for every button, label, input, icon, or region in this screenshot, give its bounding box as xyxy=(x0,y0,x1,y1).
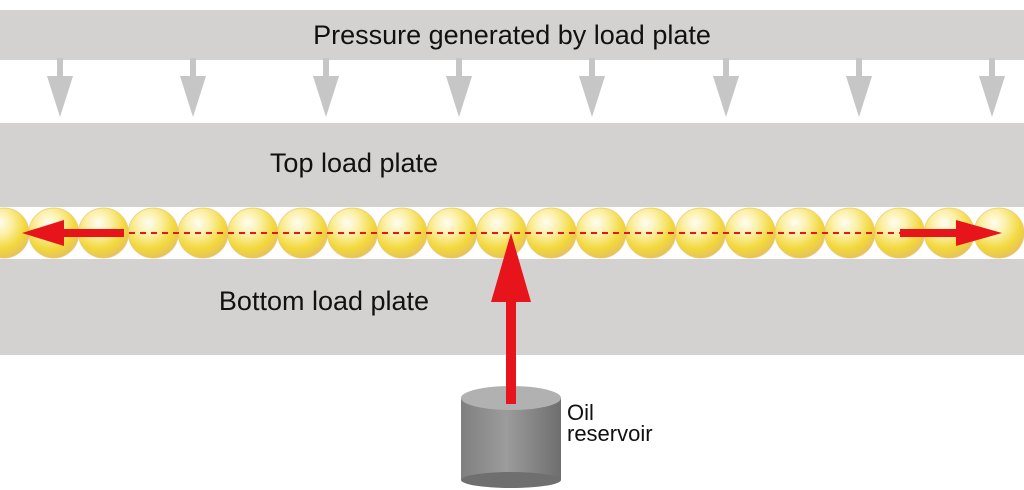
pressure-arrow xyxy=(47,58,73,117)
pressure-label: Pressure generated by load plate xyxy=(313,20,711,50)
vertical-flow-arrow xyxy=(491,233,531,404)
pressure-arrow xyxy=(313,58,339,117)
oil-label: Oil xyxy=(567,400,594,425)
pressure-arrow xyxy=(979,58,1005,117)
pressure-band xyxy=(0,10,1024,60)
pressure-arrow xyxy=(180,58,206,117)
reservoir-label: reservoir xyxy=(567,421,653,446)
pressure-arrow xyxy=(846,58,872,117)
flow-arrow-right xyxy=(900,220,1002,246)
pressure-arrow xyxy=(579,58,605,117)
bottom-plate-label: Bottom load plate xyxy=(219,286,429,316)
pressure-arrow xyxy=(713,58,739,117)
pressure-arrow xyxy=(446,58,472,117)
oil-reservoir-cylinder xyxy=(461,386,561,488)
flow-arrow-left xyxy=(22,220,124,246)
top-plate-label: Top load plate xyxy=(270,148,438,178)
pressure-arrows xyxy=(47,58,1005,117)
top-load-plate xyxy=(0,123,1024,207)
